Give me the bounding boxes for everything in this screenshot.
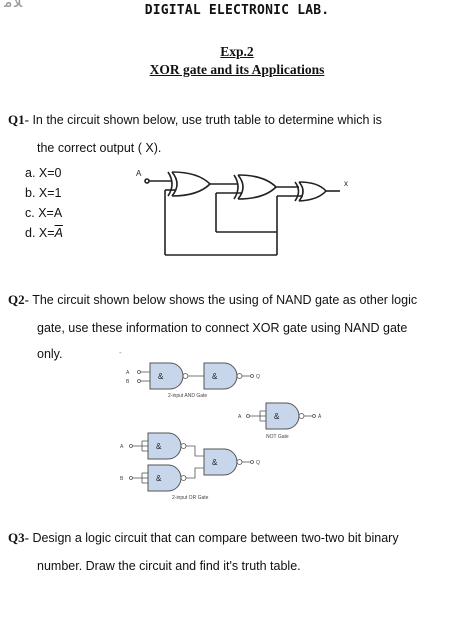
corner-mark: ﻼﻣ <box>4 0 23 11</box>
or-input-a: A <box>120 444 124 450</box>
and-input-b: B <box>126 379 130 385</box>
q3-text-line2: number. Draw the circuit and find it's t… <box>37 559 301 573</box>
q1-option-d: d. X=A <box>25 226 63 240</box>
q1-text-line2: the correct output ( X). <box>37 141 162 155</box>
q3-question: Q3- Design a logic circuit that can comp… <box>8 528 474 548</box>
q1-option-c: c. X=A <box>25 206 62 220</box>
nand-symbol: & <box>212 372 218 381</box>
circuit-input-label: A <box>136 169 142 178</box>
q2-text-line3: only. <box>37 347 63 361</box>
experiment-number: Exp.2 <box>220 44 254 59</box>
nand-symbol: & <box>212 458 218 467</box>
q2-text-line2: gate, use these information to connect X… <box>37 321 408 335</box>
experiment-title: XOR gate and its Applications <box>149 62 325 77</box>
q1-option-a: a. X=0 <box>25 166 62 180</box>
and-output: Q <box>256 374 260 380</box>
or-input-b: B <box>120 476 124 482</box>
circuit-output-label: x <box>344 179 348 188</box>
nand-symbol: & <box>274 412 280 421</box>
q3-label: Q3- <box>8 530 29 545</box>
and-gate-diagram: A B & & Q 2-input AND Gate <box>126 362 260 399</box>
and-caption: 2-input AND Gate <box>168 393 207 399</box>
q2-text-line1: The circuit shown below shows the using … <box>32 293 418 307</box>
or-caption: 2-input OR Gate <box>172 495 209 501</box>
nand-symbol: & <box>158 372 164 381</box>
or-gate-diagram: A B & & & Q 2-input OR Gate <box>120 432 260 501</box>
q1-option-b: b. X=1 <box>25 186 62 200</box>
lab-title: DIGITAL ELECTRONIC LAB. <box>144 3 330 18</box>
option-text: X=1 <box>38 186 62 200</box>
stray-mark: - <box>119 348 122 357</box>
q1-text-line1: In the circuit shown below, use truth ta… <box>32 113 382 127</box>
option-text: X=A <box>38 206 63 220</box>
q3-text-line1: Design a logic circuit that can compare … <box>32 531 399 545</box>
option-text: X= <box>38 226 55 240</box>
not-input: A <box>238 414 242 420</box>
not-gate-diagram: A & Ā NOT Gate <box>238 402 322 440</box>
and-input-a: A <box>126 370 130 376</box>
nand-symbol: & <box>156 442 162 451</box>
not-output: Ā <box>318 413 322 420</box>
option-letter: c. <box>25 206 35 220</box>
or-output: Q <box>256 460 260 466</box>
q1-question: Q1- In the circuit shown below, use trut… <box>8 110 468 130</box>
q2-question: Q2- The circuit shown below shows the us… <box>8 290 474 310</box>
q2-label: Q2- <box>8 292 29 307</box>
nand-symbol: & <box>156 474 162 483</box>
option-letter: a. <box>25 166 36 180</box>
q1-label: Q1- <box>8 112 29 127</box>
option-overline-text: A <box>54 226 63 240</box>
option-letter: b. <box>25 186 36 200</box>
option-letter: d. <box>25 226 36 240</box>
option-text: X=0 <box>38 166 62 180</box>
not-caption: NOT Gate <box>266 434 289 440</box>
